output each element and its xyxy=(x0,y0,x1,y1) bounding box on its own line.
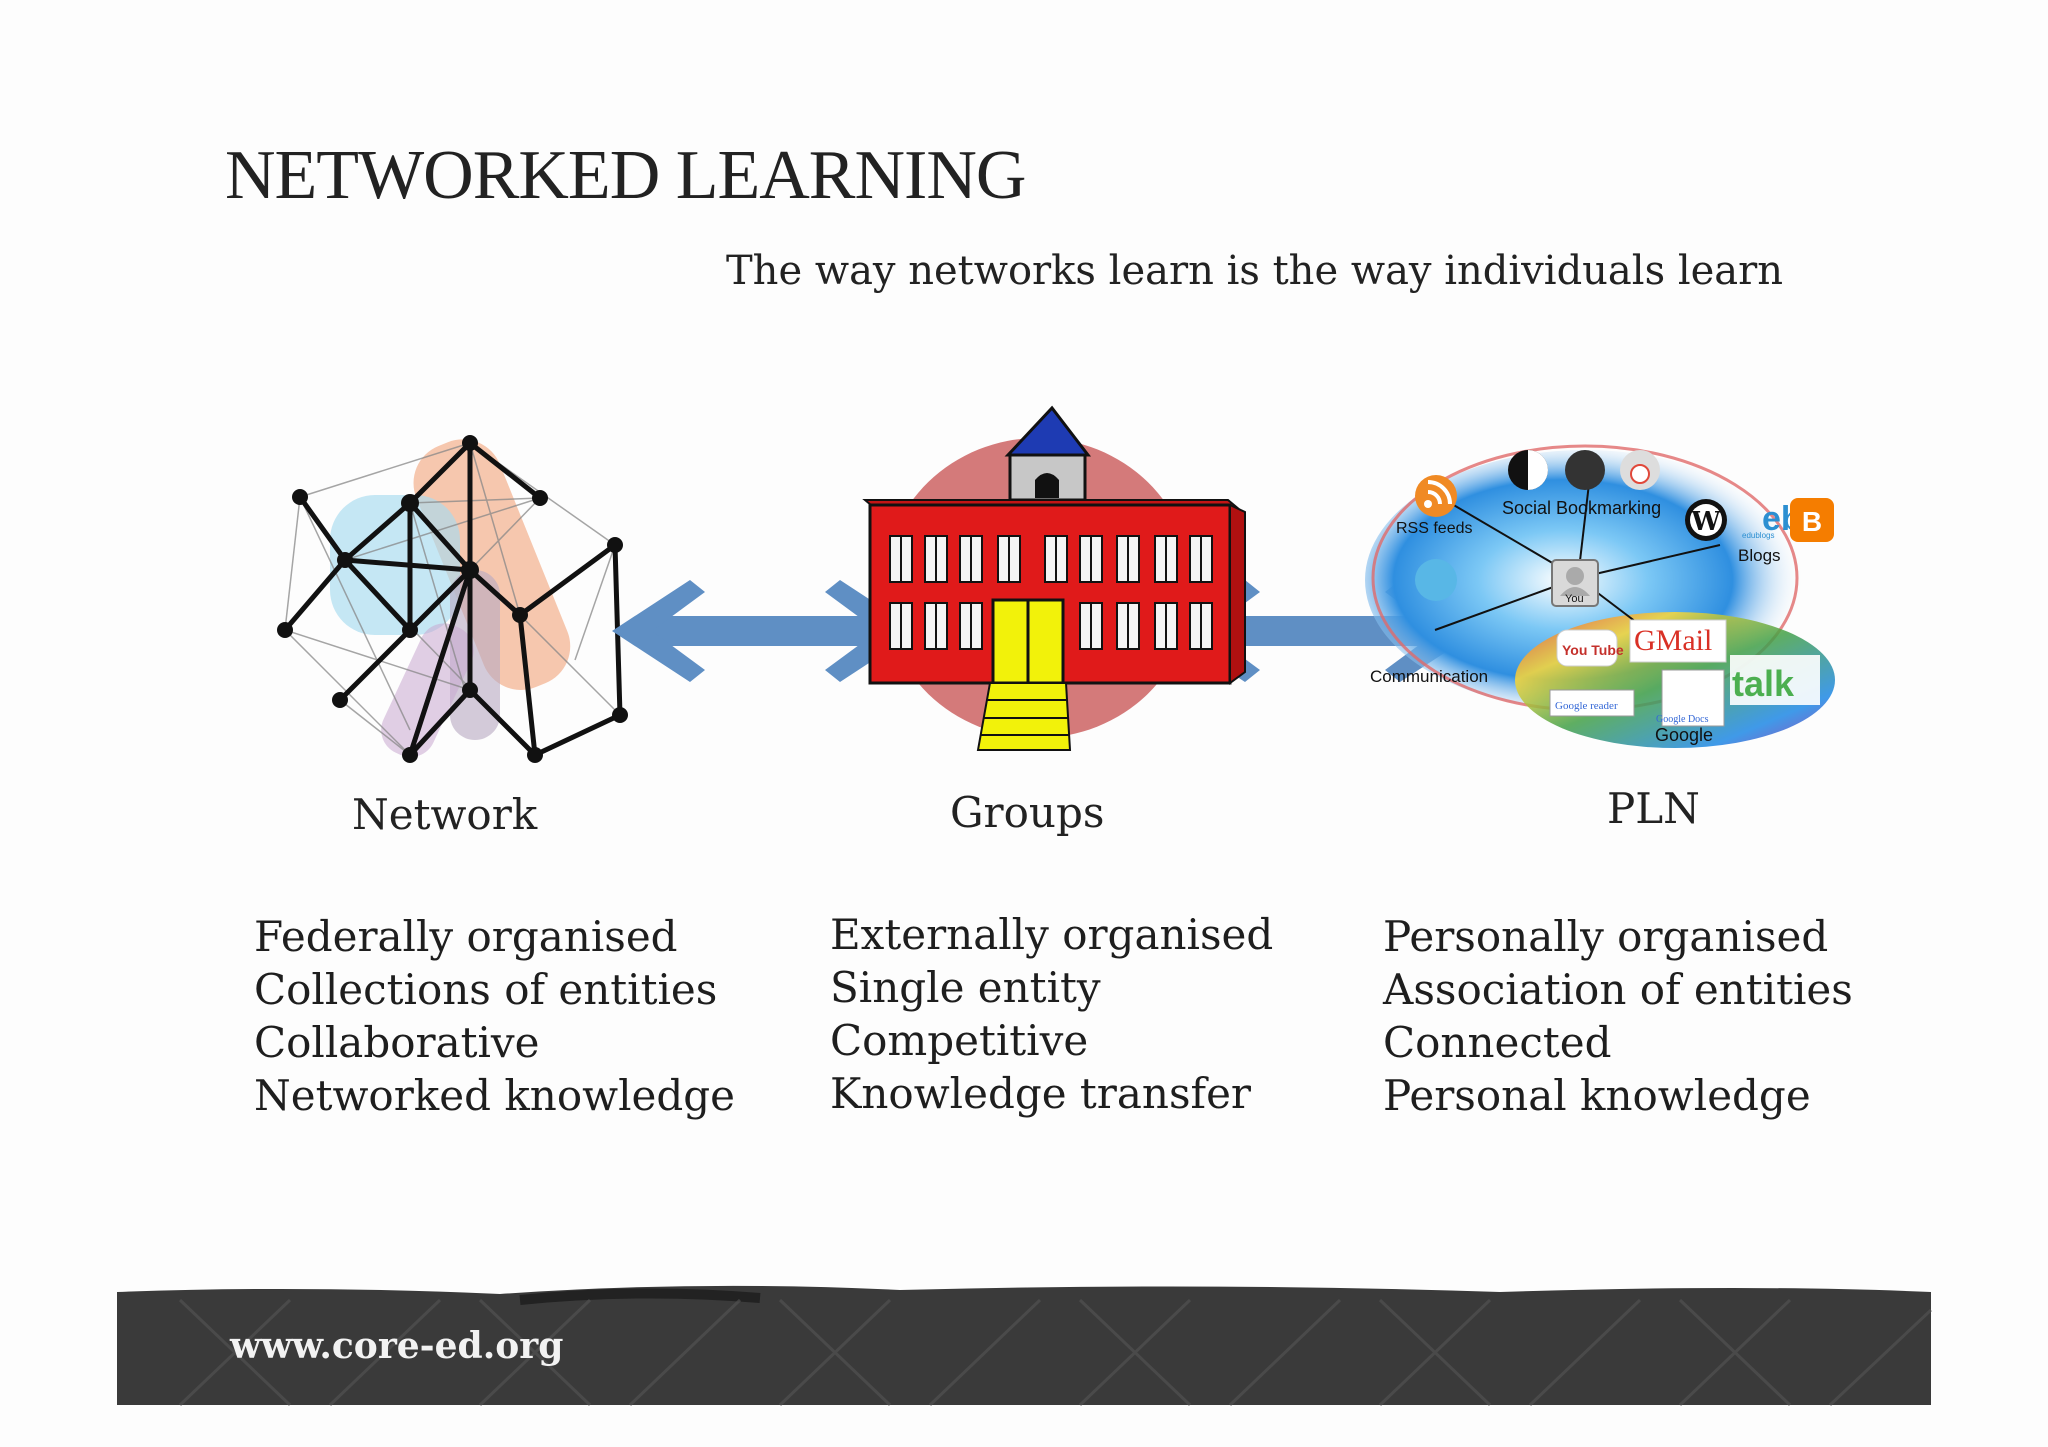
pln-label-you: You xyxy=(1565,593,1584,605)
list-item: Association of entities xyxy=(1383,965,1853,1014)
network-cluster-purple xyxy=(381,623,474,758)
google-reader-icon xyxy=(1549,689,1635,717)
list-item: Single entity xyxy=(830,963,1101,1012)
pln-label-docs: Google Docs xyxy=(1656,714,1709,725)
column-label-groups: Groups xyxy=(950,788,1105,837)
gmail-icon xyxy=(1629,619,1727,663)
pln-label-gmail: GMail xyxy=(1634,624,1712,657)
pln-label-blogs: Blogs xyxy=(1738,546,1781,565)
arrow-network-groups xyxy=(612,580,918,682)
youtube-icon xyxy=(1556,629,1618,667)
list-item: Collections of entities xyxy=(254,965,718,1014)
pln-label-youtube: You Tube xyxy=(1562,642,1624,658)
pln-diagram: W eb B xyxy=(1365,444,1835,748)
list-item: Collaborative xyxy=(254,1018,540,1067)
twitter-icon xyxy=(1415,559,1457,601)
list-item: Competitive xyxy=(830,1016,1089,1065)
svg-text:B: B xyxy=(1802,506,1822,537)
pln-label-reader: Google reader xyxy=(1555,700,1618,712)
footer-band xyxy=(117,1285,1933,1407)
network-attributes: Federally organised Collections of entit… xyxy=(254,910,735,1122)
list-item: Federally organised xyxy=(254,912,678,961)
svg-text:W: W xyxy=(1690,507,1721,537)
list-item: Networked knowledge xyxy=(254,1071,735,1120)
pln-label-edublogs: edublogs xyxy=(1742,531,1774,540)
column-label-network: Network xyxy=(352,790,538,839)
digg-icon xyxy=(1565,450,1605,490)
list-item: Knowledge transfer xyxy=(830,1069,1252,1118)
pln-label-bookmarking: Social Bookmarking xyxy=(1502,498,1661,518)
network-graph xyxy=(277,435,628,763)
list-item: Connected xyxy=(1383,1018,1612,1067)
pln-attributes: Personally organised Association of enti… xyxy=(1383,910,1853,1122)
gtalk-icon xyxy=(1730,655,1820,705)
pln-label-rss: RSS feeds xyxy=(1396,520,1472,537)
slide-title: NETWORKED LEARNING xyxy=(225,137,1026,214)
slide-subtitle: The way networks learn is the way indivi… xyxy=(726,248,1784,294)
footer-url[interactable]: www.core-ed.org xyxy=(230,1325,564,1367)
school-building-illustration xyxy=(862,405,1246,751)
column-label-pln: PLN xyxy=(1607,784,1700,833)
google-docs-icon xyxy=(1661,669,1725,727)
list-item: Personal knowledge xyxy=(1383,1071,1811,1120)
list-item: Externally organised xyxy=(830,910,1274,959)
groups-attributes: Externally organised Single entity Compe… xyxy=(830,908,1273,1120)
blogger-icon xyxy=(1790,498,1834,542)
pln-label-google: Google xyxy=(1655,725,1713,745)
list-item: Personally organised xyxy=(1383,912,1829,961)
pln-label-communication: Communication xyxy=(1370,667,1488,686)
pln-label-talk: talk xyxy=(1732,663,1795,704)
